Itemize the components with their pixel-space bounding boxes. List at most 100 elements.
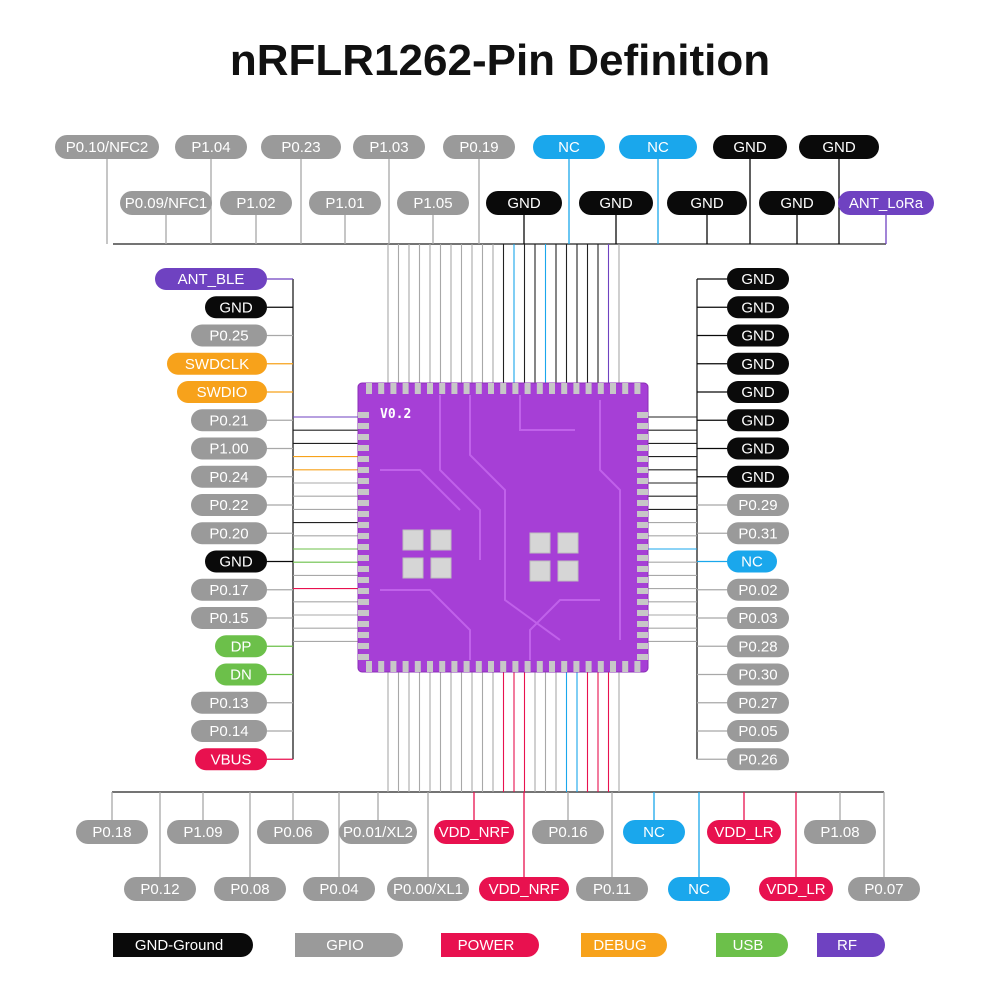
bottom-pin-nc: NC [668, 877, 730, 901]
top-pin-p0-09-nfc1-bg [120, 191, 212, 215]
left-pin-vbus: VBUS [195, 748, 267, 771]
top-pin-gnd: GND [799, 135, 879, 159]
right-pin-p0-30: P0.30 [727, 663, 789, 686]
chip-pad-left [358, 610, 369, 616]
left-pin-gnd: GND [205, 296, 267, 319]
chip-pad-top [402, 383, 409, 394]
top-pin-gnd-bg [667, 191, 747, 215]
legend-swatch [817, 933, 885, 957]
left-pin-gnd: GND [205, 550, 267, 573]
right-pin-gnd: GND [727, 381, 789, 403]
chip-pad-top [573, 383, 580, 394]
right-pin-nc-bg [727, 550, 777, 573]
right-pin-p0-31-text: P0.31 [738, 525, 777, 542]
left-pin-p0-24: P0.24 [191, 465, 267, 488]
left-pin-dn-bg [215, 663, 267, 686]
chip-trace [380, 469, 461, 511]
legend-swatch [295, 933, 403, 957]
chip-pad-top [488, 383, 494, 394]
top-pin-p1-02-bg [220, 191, 292, 215]
chip-pad-top [378, 383, 385, 394]
module-chip: V0.2 [357, 382, 649, 673]
top-pin-p0-23: P0.23 [261, 135, 341, 159]
left-pin-gnd-text: GND [219, 554, 253, 571]
chip-pad-bottom [622, 661, 629, 672]
chip-pad-bottom [536, 661, 543, 672]
right-pin-p0-31-bg [727, 522, 789, 545]
chip-pad-right [637, 599, 648, 605]
top-pin-gnd-text: GND [690, 195, 724, 212]
right-pin-nc: NC [727, 550, 777, 573]
right-pin-p0-31: P0.31 [727, 522, 789, 545]
right-pin-gnd-text: GND [741, 412, 775, 429]
top-pin-p1-02-text: P1.02 [236, 195, 275, 212]
left-pin-p1-00-bg [191, 437, 267, 460]
left-pin-swdio-text: SWDIO [197, 384, 248, 401]
left-pin-p0-22: P0.22 [191, 494, 267, 516]
chip-pad-right [637, 610, 648, 616]
chip-pad-top [439, 383, 446, 394]
top-pin-p1-01-text: P1.01 [325, 195, 364, 212]
bottom-pin-p0-08: P0.08 [214, 877, 286, 901]
left-pin-p0-15: P0.15 [191, 607, 267, 629]
right-pin-p0-29-bg [727, 494, 789, 516]
right-pin-gnd: GND [727, 465, 789, 488]
top-pin-p0-19: P0.19 [443, 135, 515, 159]
legend-item-gpio: GPIO [295, 933, 403, 957]
chip-pad-left [358, 643, 369, 649]
right-pin-gnd-text: GND [741, 356, 775, 373]
right-pin-p0-02-text: P0.02 [738, 582, 777, 599]
top-pin-nc-bg [533, 135, 605, 159]
right-pin-gnd-text: GND [741, 299, 775, 316]
left-pin-p0-22-bg [191, 494, 267, 516]
right-pin-p0-28: P0.28 [727, 635, 789, 658]
legend-swatch [441, 933, 539, 957]
chip-pad-left [358, 434, 369, 440]
legend-item-gnd-ground: GND-Ground [113, 933, 253, 957]
chip-thermal-pad [529, 560, 551, 582]
chip-pad-right [637, 577, 648, 583]
left-pin-ant-ble-text: ANT_BLE [178, 271, 245, 288]
top-pin-nc-text: NC [647, 139, 669, 156]
left-pin-p0-25-text: P0.25 [209, 328, 248, 345]
chip-body [357, 382, 649, 673]
right-pin-gnd: GND [727, 324, 789, 347]
left-pin-swdio-bg [177, 381, 267, 403]
right-pin-gnd-bg [727, 352, 789, 375]
left-pin-p0-24-bg [191, 465, 267, 488]
chip-pad-right [637, 588, 648, 594]
right-pin-gnd-bg [727, 437, 789, 460]
bottom-pin-p0-07: P0.07 [848, 877, 920, 901]
chip-pad-left [358, 544, 369, 550]
top-pin-gnd-text: GND [733, 139, 767, 156]
bottom-pin-p0-18: P0.18 [76, 820, 148, 844]
right-pin-p0-26: P0.26 [727, 748, 789, 771]
right-pin-nc-text: NC [741, 554, 763, 571]
chip-pad-top [634, 383, 641, 394]
left-pin-p0-15-text: P0.15 [209, 610, 248, 627]
right-pin-gnd: GND [727, 437, 789, 460]
bottom-pin-p0-12-text: P0.12 [140, 881, 179, 898]
chip-pad-top [390, 383, 397, 394]
right-pin-gnd-bg [727, 324, 789, 347]
chip-pad-bottom [402, 661, 409, 672]
chip-pad-top [463, 383, 470, 394]
left-pin-p0-21-text: P0.21 [209, 412, 248, 429]
top-pin-p0-23-text: P0.23 [281, 139, 320, 156]
chip-pad-top [500, 383, 507, 394]
left-pin-dn-text: DN [230, 667, 252, 684]
chip-trace [439, 395, 481, 560]
chip-pad-top [427, 383, 433, 394]
left-pin-p0-15-bg [191, 607, 267, 629]
chip-pad-top [549, 383, 555, 394]
chip-thermal-pad [557, 560, 579, 582]
bottom-pin-p0-04-text: P0.04 [319, 881, 358, 898]
page-title: nRFLR1262-Pin Definition [229, 36, 771, 85]
top-pin-gnd-text: GND [780, 195, 814, 212]
chip-pad-right [637, 643, 648, 649]
left-pin-p0-21: P0.21 [191, 409, 267, 432]
chip-pad-bottom [597, 661, 604, 672]
left-pin-swdclk-bg [167, 352, 267, 375]
